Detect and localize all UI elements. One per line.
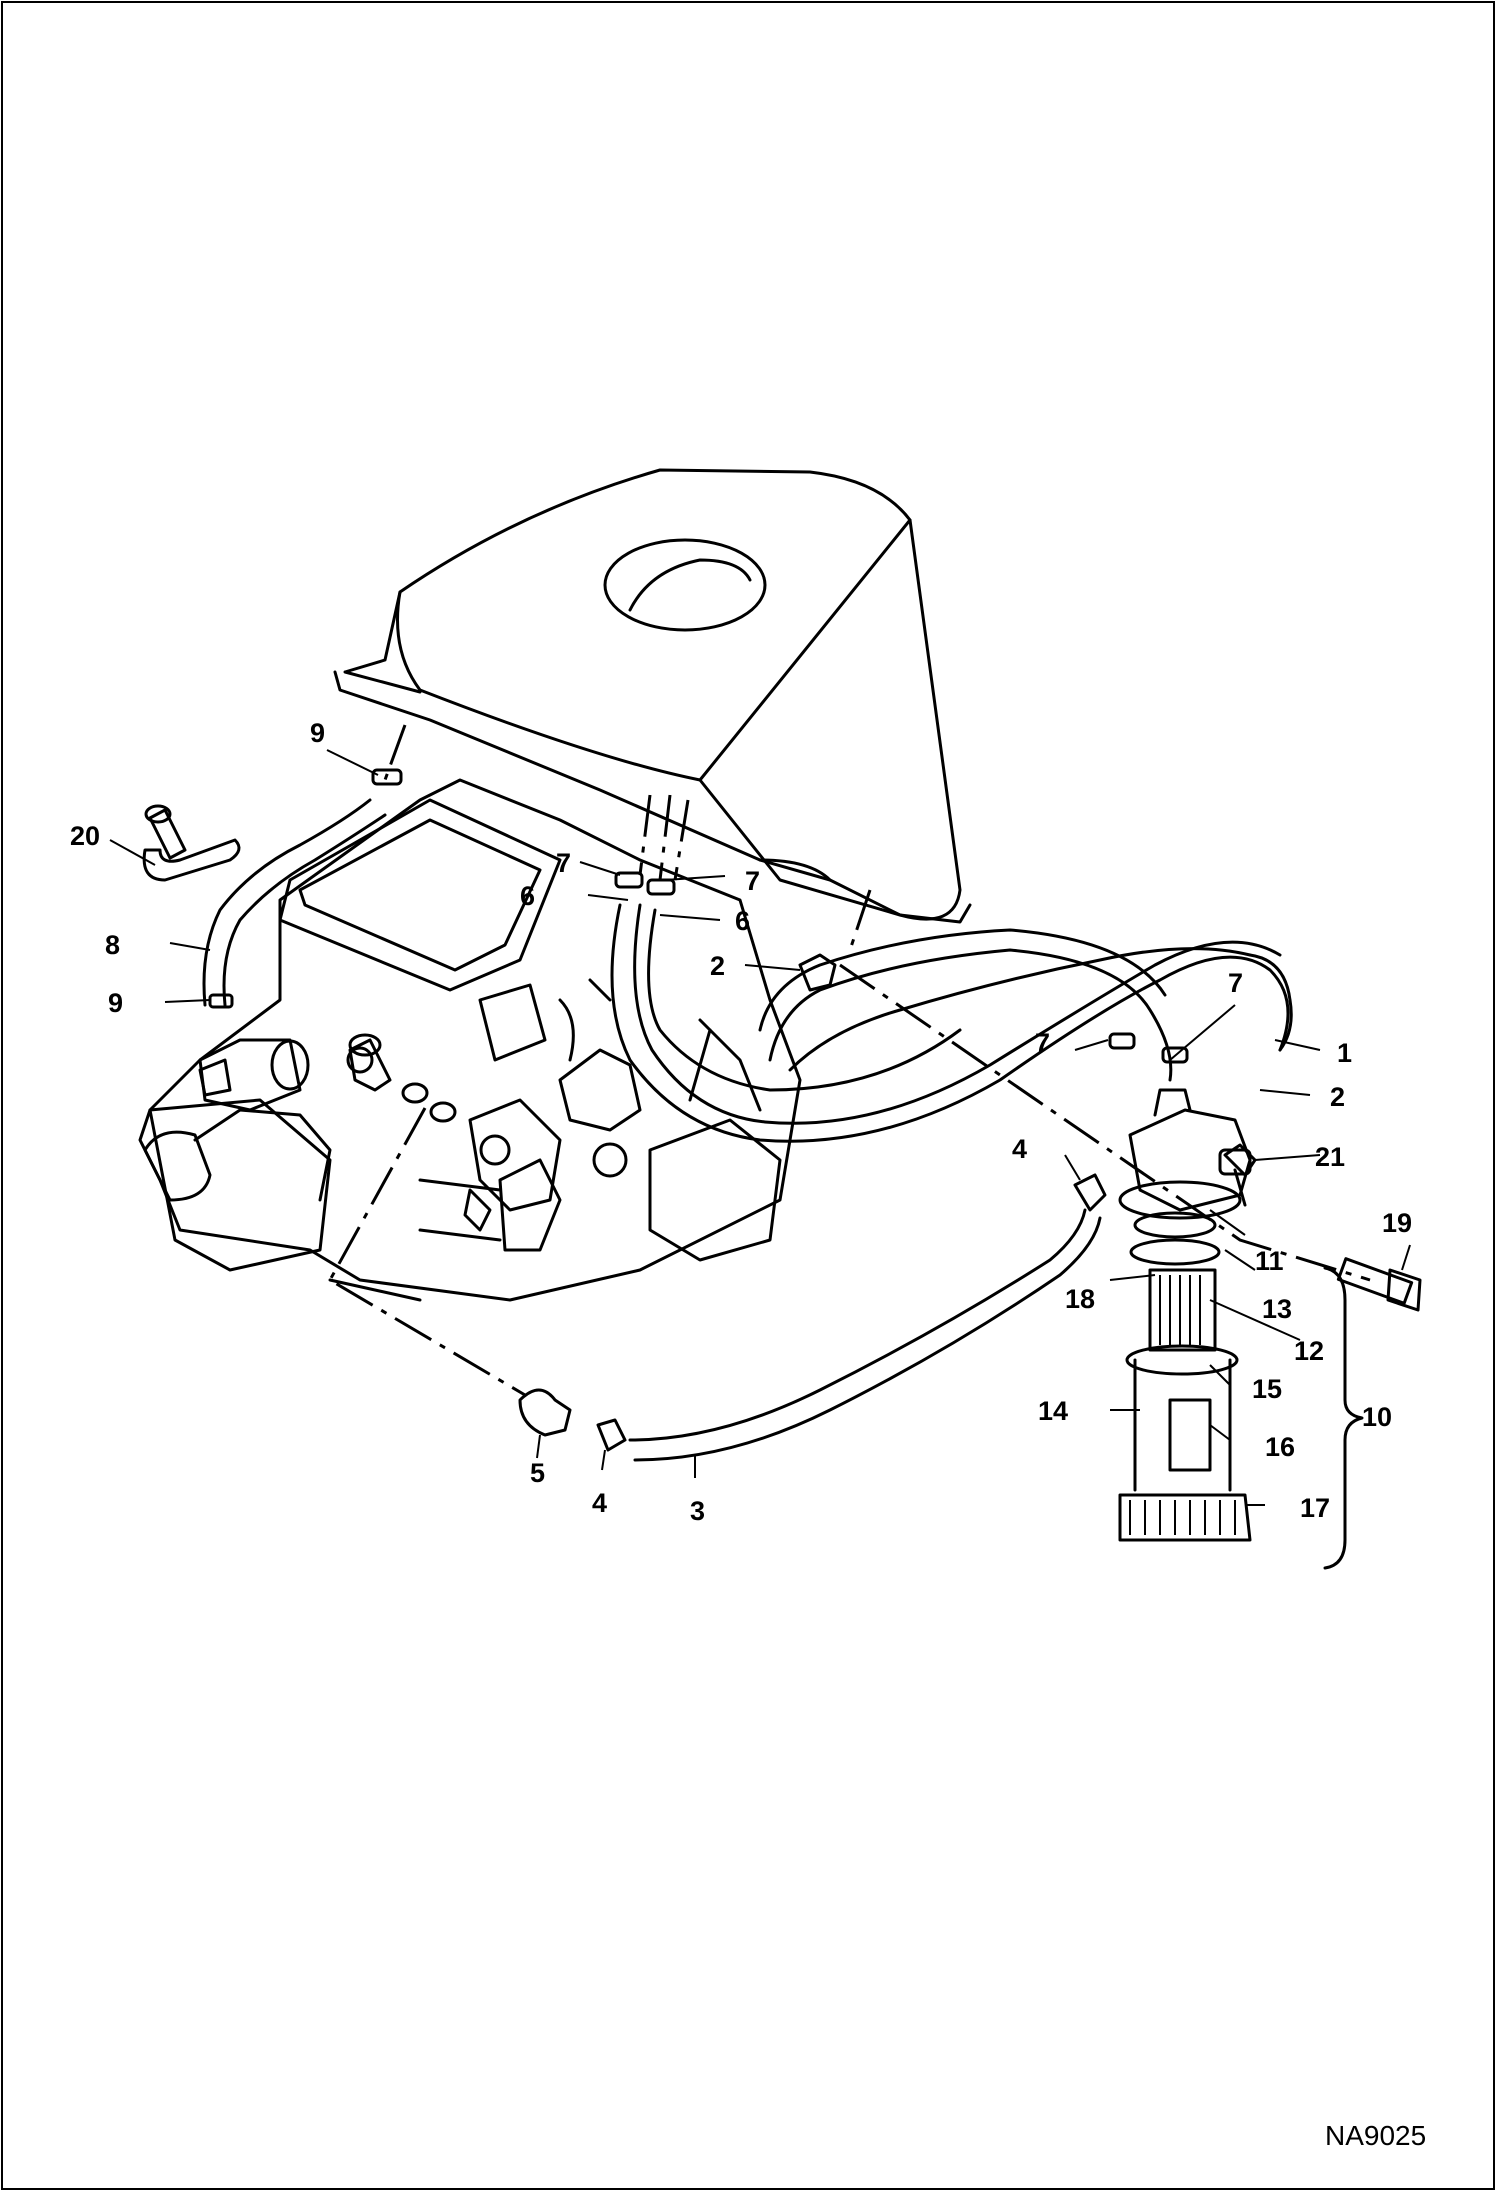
callout-14: 14 <box>1038 1396 1068 1426</box>
hose-clip <box>142 804 241 882</box>
callout-17: 17 <box>1300 1493 1330 1523</box>
callout-9: 9 <box>310 718 325 748</box>
sealing-washers <box>401 1082 457 1123</box>
callout-18: 18 <box>1065 1284 1095 1314</box>
callout-19: 19 <box>1382 1208 1412 1238</box>
feed-pump <box>463 1098 562 1232</box>
banjo-bolt <box>348 1033 392 1092</box>
figure-id: NA9025 <box>1325 2120 1426 2151</box>
callout-20: 20 <box>70 821 100 851</box>
callouts: 1 2 2 3 4 4 5 6 6 7 7 7 7 8 9 9 10 11 12… <box>70 718 1412 1526</box>
fuel-tank <box>333 468 972 924</box>
callout-3: 3 <box>690 1496 705 1526</box>
fuel-hoses <box>202 798 1293 1462</box>
callout-7: 7 <box>1035 1028 1050 1058</box>
callout-21: 21 <box>1315 1142 1345 1172</box>
callout-8: 8 <box>105 930 120 960</box>
connectors <box>518 953 1257 1452</box>
fuel-filter-assembly <box>1118 1088 1252 1542</box>
callout-6: 6 <box>520 881 535 911</box>
leader-lines <box>109 749 1411 1570</box>
assembly-lines <box>327 724 1371 1397</box>
hose-clamps <box>208 768 1189 1064</box>
callout-9: 9 <box>108 988 123 1018</box>
callout-4: 4 <box>1012 1134 1027 1164</box>
filter-bolt <box>1336 1257 1422 1312</box>
callout-5: 5 <box>530 1458 545 1488</box>
callout-7: 7 <box>556 848 571 878</box>
callout-1: 1 <box>1337 1038 1352 1068</box>
callout-13: 13 <box>1262 1294 1292 1324</box>
fuel-injection-pump <box>198 1038 310 1112</box>
callout-4: 4 <box>592 1488 607 1518</box>
callout-6: 6 <box>735 906 750 936</box>
callout-2: 2 <box>1330 1082 1345 1112</box>
callout-12: 12 <box>1294 1336 1324 1366</box>
callout-16: 16 <box>1265 1432 1295 1462</box>
callout-15: 15 <box>1252 1374 1282 1404</box>
callout-11: 11 <box>1255 1246 1284 1276</box>
callout-10: 10 <box>1362 1402 1392 1432</box>
callout-2: 2 <box>710 951 725 981</box>
callout-7: 7 <box>745 866 760 896</box>
callout-7: 7 <box>1228 968 1243 998</box>
